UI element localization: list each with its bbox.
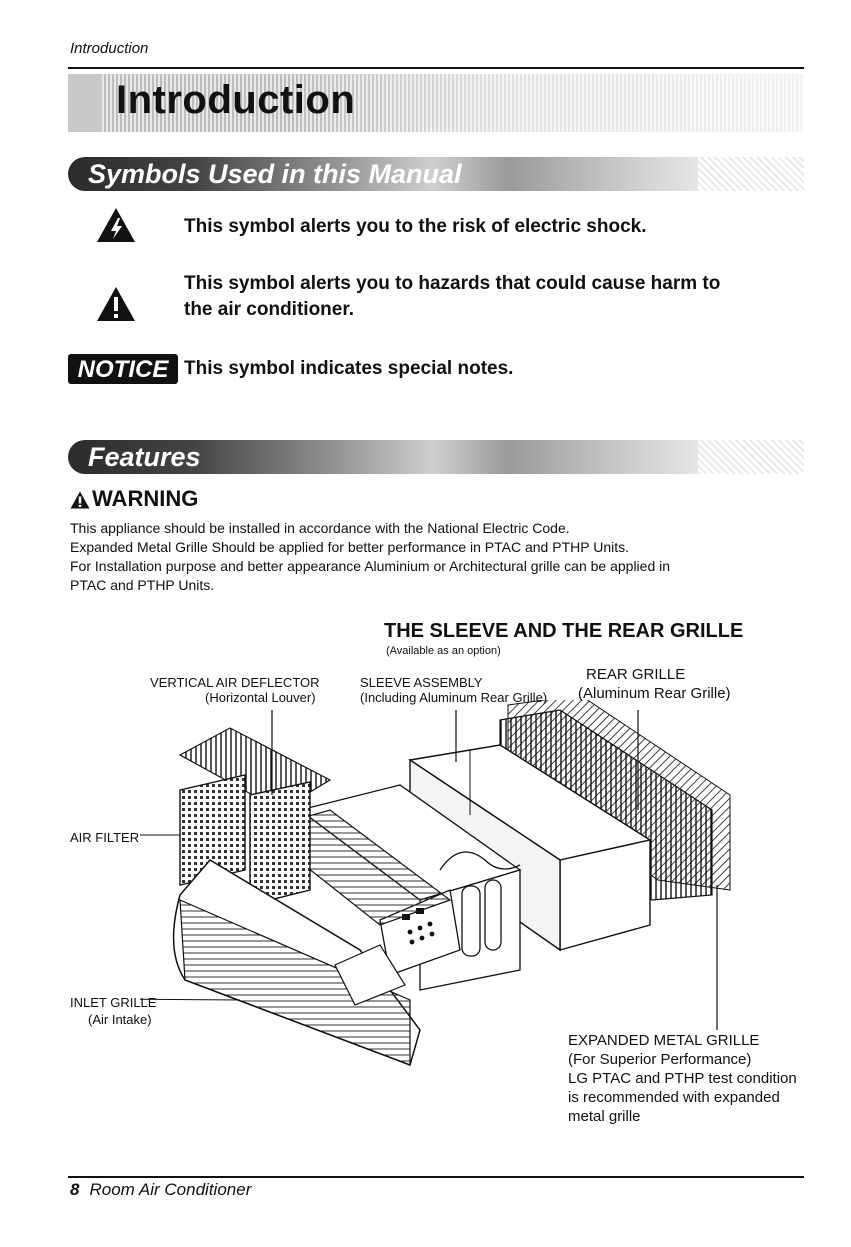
label-sleeve-assembly-sub: (Including Aluminum Rear Grille) bbox=[360, 690, 548, 705]
label-rear-grille: REAR GRILLE bbox=[586, 666, 686, 683]
symbol-text-hazard: This symbol alerts you to hazards that c… bbox=[184, 273, 721, 320]
section-title-symbols: Symbols Used in this Manual bbox=[88, 159, 462, 189]
notice-badge: NOTICE bbox=[68, 354, 178, 384]
diagram-title: THE SLEEVE AND THE REAR GRILLE bbox=[384, 620, 744, 642]
warning-heading: WARNING bbox=[92, 486, 199, 511]
page-number: 8 bbox=[70, 1180, 80, 1199]
warning-text: This appliance should be installed in ac… bbox=[70, 520, 671, 593]
label-inlet-grille-sub: (Air Intake) bbox=[88, 1012, 152, 1027]
header-rule bbox=[68, 67, 804, 69]
page-footer: 8 Room Air Conditioner bbox=[70, 1180, 251, 1200]
section-title-features: Features bbox=[88, 442, 201, 472]
section-header-features: Features bbox=[68, 440, 804, 474]
electric-shock-warning-icon bbox=[97, 208, 135, 242]
symbol-text-shock: This symbol alerts you to the risk of el… bbox=[184, 216, 647, 237]
diagram-subtitle: (Available as an option) bbox=[386, 645, 501, 657]
label-vertical-air-deflector: VERTICAL AIR DEFLECTOR bbox=[150, 675, 320, 690]
label-sleeve-assembly: SLEEVE ASSEMBLY bbox=[360, 675, 483, 690]
running-header: Introduction bbox=[70, 40, 149, 57]
page-title-band: Introduction bbox=[68, 74, 804, 132]
page-title: Introduction bbox=[116, 78, 356, 122]
section-header-symbols: Symbols Used in this Manual bbox=[68, 157, 804, 191]
warning-icon bbox=[70, 491, 90, 509]
air-conditioner-exploded-diagram bbox=[140, 700, 731, 1066]
manual-title: Room Air Conditioner bbox=[89, 1180, 252, 1199]
label-air-filter: AIR FILTER bbox=[70, 830, 140, 845]
label-inlet-grille: INLET GRILLE bbox=[70, 995, 157, 1010]
expanded-grille-note-line-1: (For Superior Performance) bbox=[568, 1051, 752, 1068]
symbol-text-notice: This symbol indicates special notes. bbox=[184, 358, 514, 379]
label-vertical-air-deflector-sub: (Horizontal Louver) bbox=[205, 690, 316, 705]
expanded-grille-note-line-3: is recommended with expanded bbox=[568, 1089, 780, 1106]
footer-rule bbox=[68, 1176, 804, 1178]
expanded-grille-note-line-2: LG PTAC and PTHP test condition bbox=[568, 1070, 797, 1087]
expanded-grille-note-line-4: metal grille bbox=[568, 1108, 641, 1125]
caution-exclamation-icon bbox=[97, 287, 135, 321]
label-rear-grille-sub: (Aluminum Rear Grille) bbox=[578, 685, 731, 702]
label-expanded-metal-grille: EXPANDED METAL GRILLE bbox=[568, 1032, 760, 1049]
